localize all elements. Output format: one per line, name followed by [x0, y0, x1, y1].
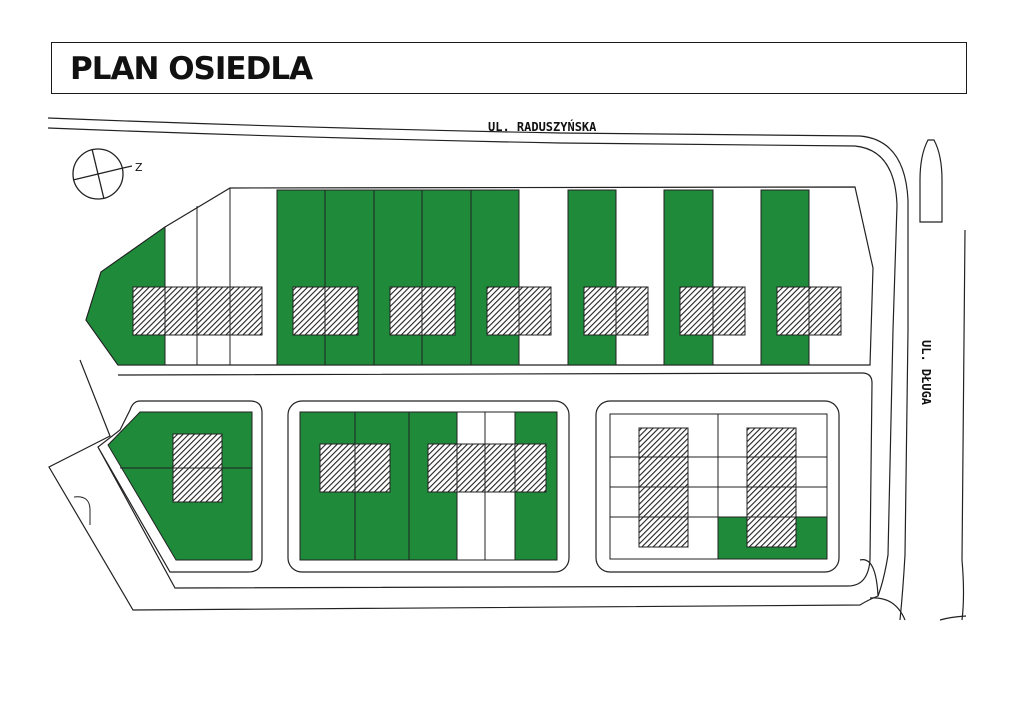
- inner-road: [97, 372, 873, 589]
- block-middle: [287, 400, 570, 573]
- compass-icon: [72, 148, 133, 200]
- parcel-row-north: [85, 186, 874, 366]
- block-east: [595, 400, 840, 573]
- title-box: PLAN OSIEDLA: [51, 42, 967, 94]
- street-label-dluga: UL. DŁUGA: [919, 340, 933, 406]
- house-footprints-north: [132, 286, 842, 336]
- block-west: [97, 400, 263, 573]
- north-label: Z: [135, 161, 143, 174]
- road-lines: [47, 117, 967, 621]
- street-label-raduszynska: UL. RADUSZYŃSKA: [488, 119, 597, 134]
- page-title: PLAN OSIEDLA: [70, 51, 313, 87]
